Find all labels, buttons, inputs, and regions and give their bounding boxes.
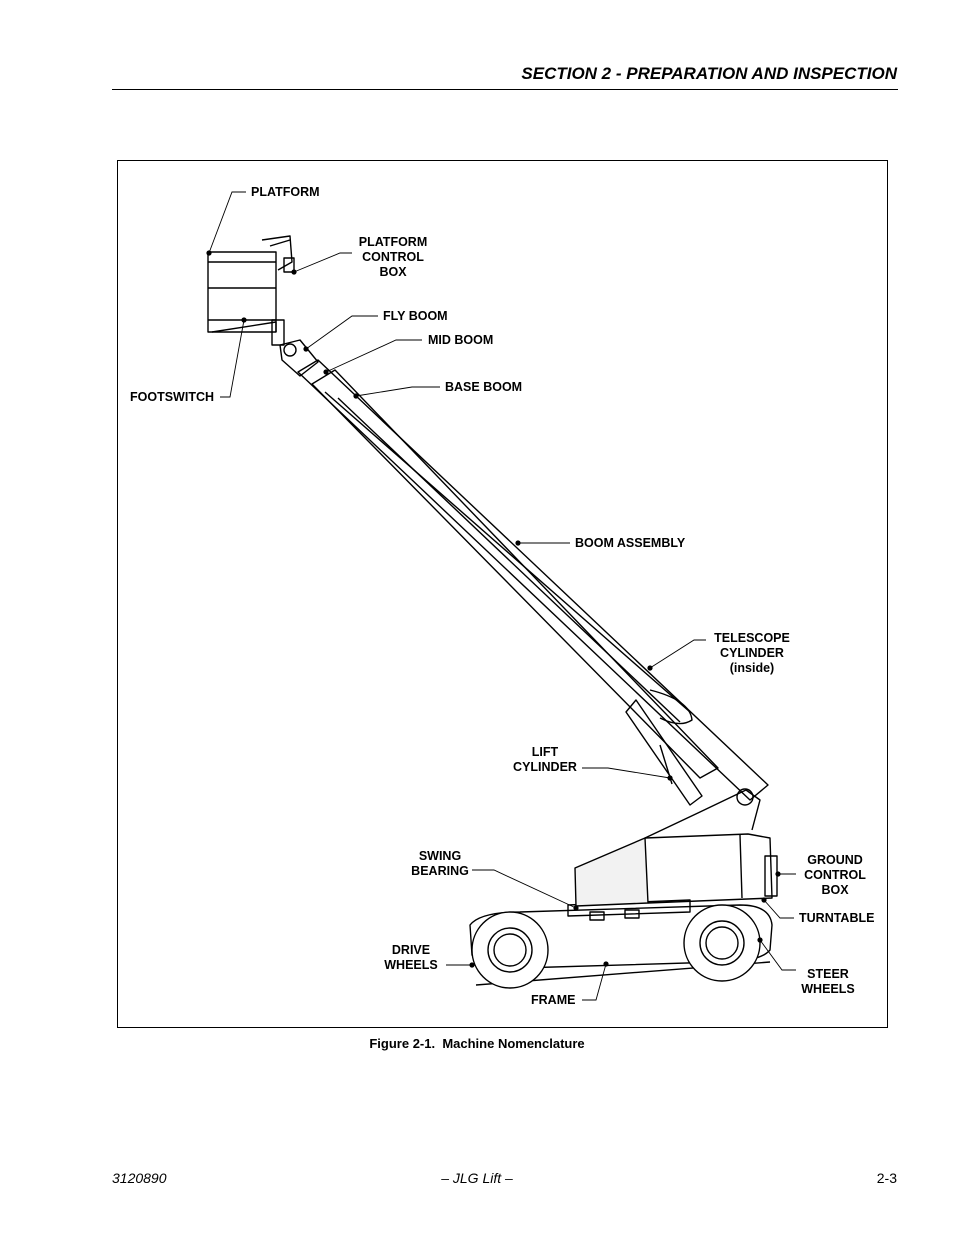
callout-line: TELESCOPE xyxy=(714,631,790,645)
footer-doc-number: 3120890 xyxy=(112,1170,167,1186)
callout-platform-control-box: PLATFORM CONTROL BOX xyxy=(348,235,438,280)
swing-bearing-drawing xyxy=(567,899,691,917)
steer-wheel-drawing xyxy=(683,904,761,982)
callout-telescope-cylinder: TELESCOPE CYLINDER (inside) xyxy=(702,631,802,676)
callout-swing-bearing: SWING BEARING xyxy=(402,849,478,879)
platform-drawing xyxy=(207,235,295,333)
callout-footswitch: FOOTSWITCH xyxy=(130,390,215,404)
callout-boom-assembly: BOOM ASSEMBLY xyxy=(575,536,686,550)
callout-line: SWING xyxy=(418,849,462,863)
callout-line: WHEELS xyxy=(384,958,438,972)
callout-line: (inside) xyxy=(729,661,775,675)
callout-line: CONTROL xyxy=(804,868,866,882)
callout-line: CONTROL xyxy=(362,250,424,264)
figure-caption: Figure 2-1. Machine Nomenclature xyxy=(369,1036,585,1051)
callout-line: CYLINDER xyxy=(513,760,577,774)
footer-page-number: 2-3 xyxy=(876,1170,897,1186)
callout-line: CYLINDER xyxy=(720,646,784,660)
footer-publisher: – JLG Lift – xyxy=(441,1170,513,1186)
callout-ground-control-box: GROUND CONTROL BOX xyxy=(795,853,875,898)
lift-cylinder-drawing xyxy=(625,699,703,806)
callout-line: BOX xyxy=(379,265,407,279)
drive-wheel-drawing xyxy=(471,911,549,989)
callout-drive-wheels: DRIVE WHEELS xyxy=(376,943,446,973)
callout-line: LIFT xyxy=(531,745,559,759)
callout-line: DRIVE xyxy=(391,943,431,957)
callout-line: GROUND xyxy=(807,853,863,867)
callout-lift-cylinder: LIFT CYLINDER xyxy=(505,745,585,775)
boom-assembly-drawing xyxy=(297,359,769,801)
fly-boom-drawing xyxy=(279,339,319,377)
callout-steer-wheels: STEER WHEELS xyxy=(792,967,864,997)
callout-base-boom: BASE BOOM xyxy=(445,380,523,394)
callout-line: PLATFORM xyxy=(358,235,428,249)
callout-line: BEARING xyxy=(411,864,469,878)
callout-line: STEER xyxy=(807,967,849,981)
callout-turntable: TURNTABLE xyxy=(799,911,875,925)
callout-fly-boom: FLY BOOM xyxy=(383,309,448,323)
header-rule xyxy=(112,89,898,90)
turntable-drawing xyxy=(574,837,649,907)
section-title: SECTION 2 - PREPARATION AND INSPECTION xyxy=(521,64,897,83)
figure-frame xyxy=(117,160,888,1028)
callout-line: WHEELS xyxy=(801,982,855,996)
callout-mid-boom: MID BOOM xyxy=(428,333,494,347)
callout-line: BOX xyxy=(821,883,849,897)
callout-frame: FRAME xyxy=(531,993,576,1007)
callout-platform: PLATFORM xyxy=(251,185,320,199)
